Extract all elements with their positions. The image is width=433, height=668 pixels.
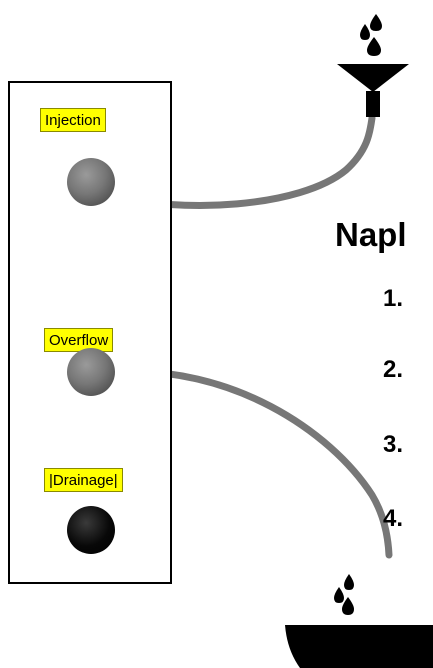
step-number-1: 1.	[383, 285, 404, 312]
droplets-icon-top	[360, 14, 382, 56]
overflow-tube	[111, 367, 393, 559]
drainage-port[interactable]	[67, 506, 115, 554]
step-number-4: 4.	[383, 505, 404, 532]
step-number-2: 2.	[383, 356, 404, 383]
injection-port[interactable]	[67, 158, 115, 206]
droplets-icon-bottom	[334, 574, 354, 615]
injection-label: Injection	[40, 108, 106, 132]
funnel-icon	[337, 64, 409, 117]
overflow-port[interactable]	[67, 348, 115, 396]
overflow-label: Overflow	[44, 328, 114, 352]
instructions-heading: Napl	[335, 216, 407, 253]
basin-icon	[285, 625, 433, 668]
drainage-label: |Drainage|	[44, 468, 123, 492]
step-number-3: 3.	[383, 431, 404, 458]
